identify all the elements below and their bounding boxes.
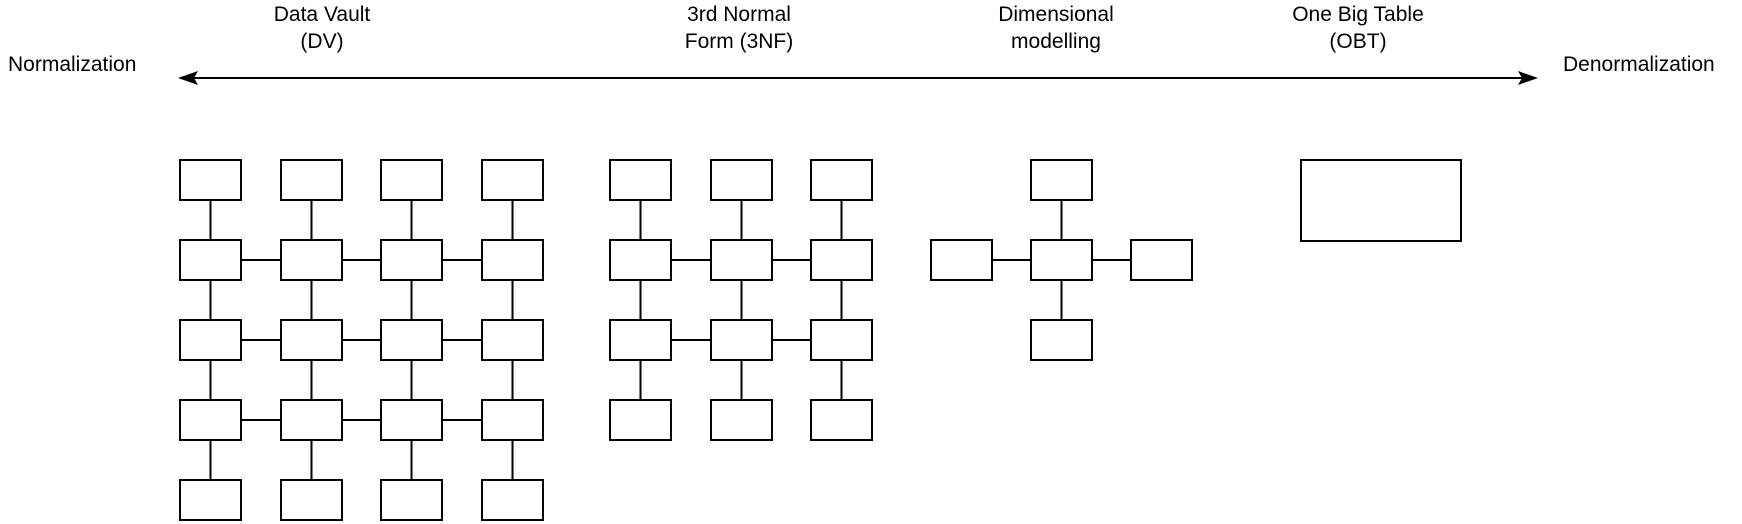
- approach-label-line1: Dimensional: [998, 3, 1114, 26]
- approach-label-line2: (OBT): [1329, 30, 1387, 53]
- entity-box: [481, 159, 544, 201]
- entity-box: [609, 319, 672, 361]
- entity-box: [380, 159, 443, 201]
- entity-box: [481, 239, 544, 281]
- schema-one-big-table: [1300, 159, 1462, 242]
- approach-label-line1: One Big Table: [1292, 3, 1424, 26]
- entity-box: [930, 239, 993, 281]
- entity-box: [481, 479, 544, 521]
- schema-dimensional-modelling: [930, 159, 1193, 361]
- approach-label-line2: Form (3NF): [684, 30, 794, 53]
- entity-box: [280, 399, 343, 441]
- entity-box: [810, 319, 873, 361]
- entity-box: [710, 159, 773, 201]
- entity-box: [810, 159, 873, 201]
- entity-box: [179, 479, 242, 521]
- entity-box: [280, 239, 343, 281]
- approach-label-dimensional-modelling: Dimensional modelling: [998, 1, 1114, 55]
- arrowhead-left-icon: [178, 71, 198, 85]
- entity-box: [1030, 159, 1093, 201]
- entity-box: [1030, 319, 1093, 361]
- entity-box: [481, 319, 544, 361]
- entity-box: [380, 319, 443, 361]
- schema-data-vault: [179, 159, 544, 521]
- entity-box: [179, 399, 242, 441]
- approach-label-one-big-table: One Big Table (OBT): [1292, 1, 1424, 55]
- entity-box: [179, 159, 242, 201]
- entity-box: [609, 399, 672, 441]
- entity-box: [179, 239, 242, 281]
- approach-label-line2: modelling: [1011, 30, 1101, 53]
- entity-box: [280, 159, 343, 201]
- entity-box: [710, 399, 773, 441]
- entity-box: [280, 319, 343, 361]
- entity-box: [609, 159, 672, 201]
- approach-label-line2: (DV): [300, 30, 344, 53]
- arrowhead-right-icon: [1518, 71, 1538, 85]
- entity-box: [481, 399, 544, 441]
- entity-box: [1130, 239, 1193, 281]
- approach-label-line1: 3rd Normal: [687, 3, 791, 26]
- entity-box: [380, 239, 443, 281]
- schema-third-normal-form: [609, 159, 873, 441]
- entity-box: [380, 399, 443, 441]
- approach-label-line1: Data Vault: [273, 3, 371, 26]
- entity-box: [609, 239, 672, 281]
- entity-box: [810, 399, 873, 441]
- axis-label-normalization: Normalization: [8, 53, 137, 76]
- axis-label-denormalization: Denormalization: [1563, 53, 1715, 76]
- entity-box: [280, 479, 343, 521]
- entity-box: [179, 319, 242, 361]
- entity-box: [380, 479, 443, 521]
- approach-label-third-normal-form: 3rd Normal Form (3NF): [685, 1, 794, 55]
- approach-label-data-vault: Data Vault (DV): [274, 1, 371, 55]
- entity-box: [1030, 239, 1093, 281]
- entity-box: [710, 239, 773, 281]
- entity-box: [1300, 159, 1462, 242]
- entity-box: [710, 319, 773, 361]
- entity-box: [810, 239, 873, 281]
- spectrum-arrow: [178, 71, 1538, 85]
